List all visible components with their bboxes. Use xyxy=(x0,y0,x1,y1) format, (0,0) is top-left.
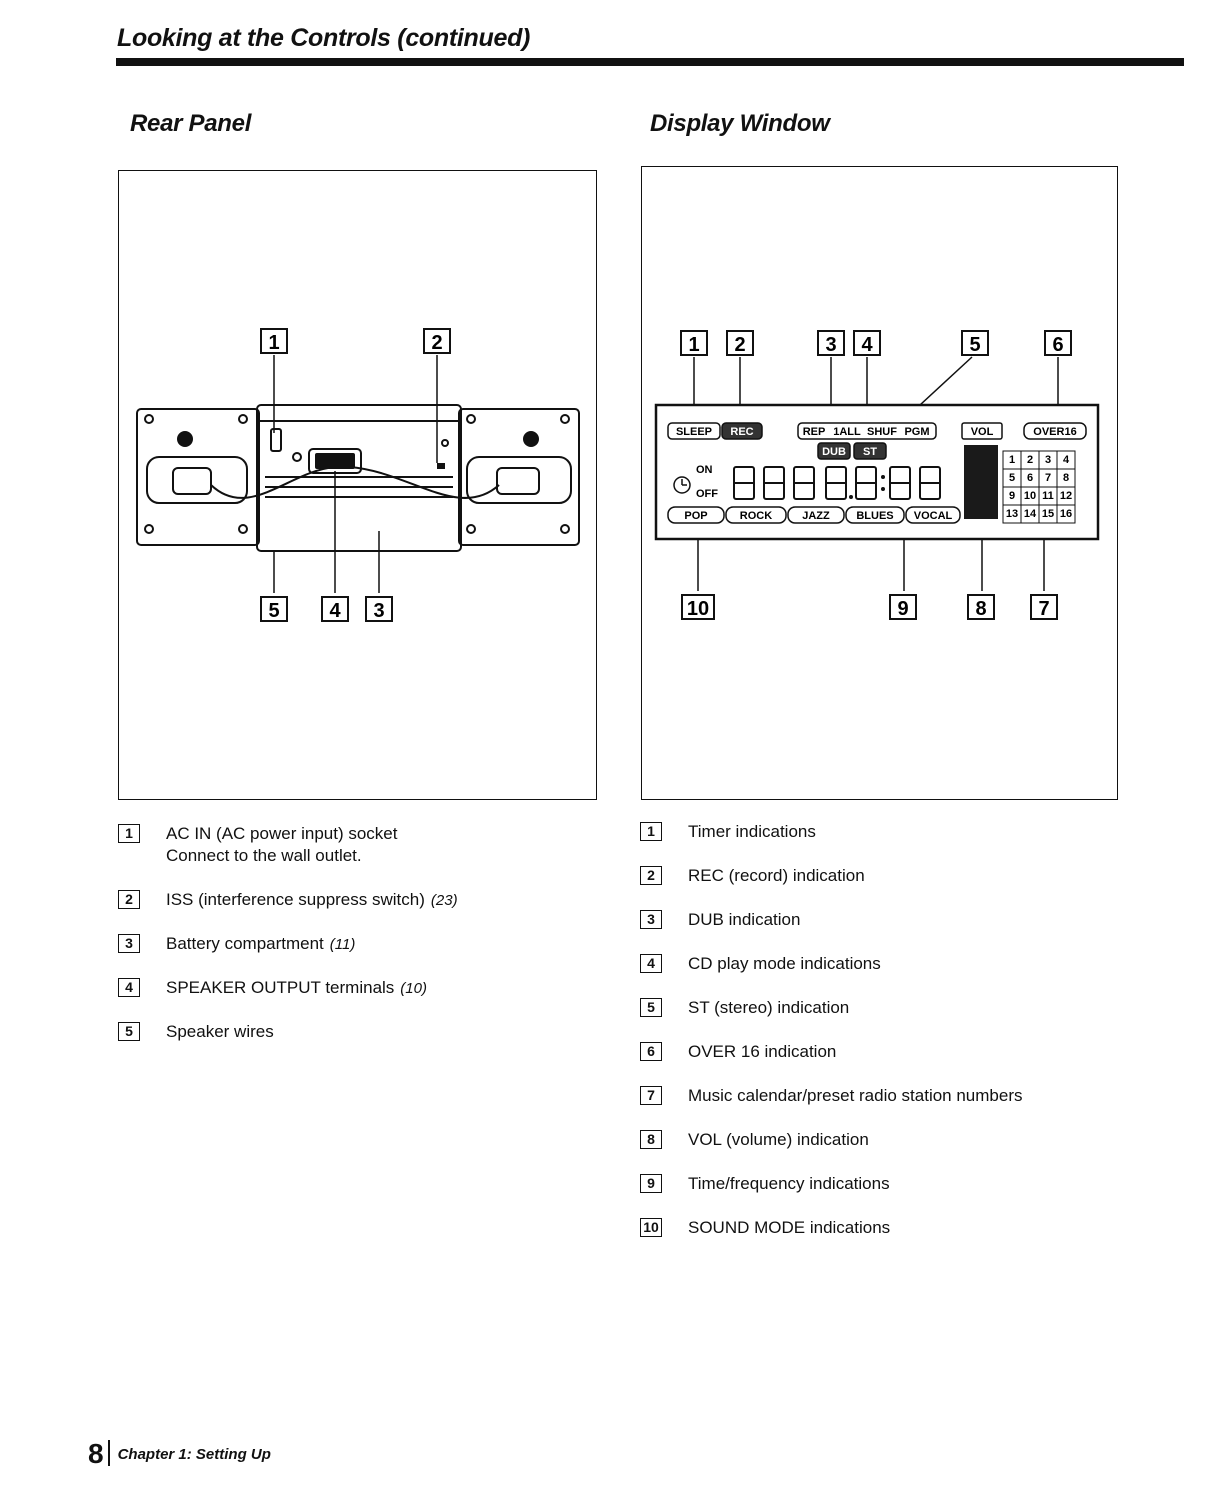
display-window-title: Display Window xyxy=(650,110,830,137)
lcd-over16: OVER16 xyxy=(1033,426,1076,438)
lcd-vol: VOL xyxy=(971,426,994,438)
callout-2: 2 xyxy=(431,332,442,354)
lcd-rec: REC xyxy=(730,426,753,438)
page-number: 8 xyxy=(88,1438,104,1469)
left-speaker xyxy=(136,408,260,546)
lcd-shuf: SHUF xyxy=(867,426,897,438)
right-speaker xyxy=(458,408,580,546)
cal-8: 8 xyxy=(1063,472,1069,484)
callout-4: 4 xyxy=(861,334,873,356)
callout-7: 7 xyxy=(1038,598,1049,620)
callout-5: 5 xyxy=(969,334,980,356)
volume-bar xyxy=(964,445,998,519)
main-unit xyxy=(256,404,462,552)
callout-8: 8 xyxy=(975,598,986,620)
mode-blues: BLUES xyxy=(856,510,893,522)
header-rule xyxy=(116,58,1184,66)
lcd-off: OFF xyxy=(696,488,718,500)
callout-1: 1 xyxy=(688,334,699,356)
cal-4: 4 xyxy=(1063,454,1070,466)
lcd-pgm: PGM xyxy=(904,426,929,438)
callout-4: 4 xyxy=(329,600,341,622)
cal-1: 1 xyxy=(1009,454,1015,466)
rear-panel-figure: 1 2 5 4 3 xyxy=(118,170,597,800)
cal-6: 6 xyxy=(1027,472,1033,484)
clock-icon xyxy=(673,476,691,494)
callout-3: 3 xyxy=(373,600,384,622)
mode-jazz: JAZZ xyxy=(802,510,830,522)
page-header-title: Looking at the Controls (continued) xyxy=(117,24,531,52)
page-footer: 8 Chapter 1: Setting Up xyxy=(88,1438,271,1470)
rear-panel-legend: 1 AC IN (AC power input) socket Connect … xyxy=(118,822,598,1062)
callout-5: 5 xyxy=(268,600,279,622)
callout-1: 1 xyxy=(268,332,279,354)
mode-rock: ROCK xyxy=(740,510,772,522)
mode-pop: POP xyxy=(684,510,707,522)
rear-panel-title: Rear Panel xyxy=(130,110,252,137)
cal-16: 16 xyxy=(1060,508,1072,520)
callout-2: 2 xyxy=(734,334,745,356)
callout-9: 9 xyxy=(897,598,908,620)
lcd-1all: 1ALL xyxy=(833,426,861,438)
callout-6: 6 xyxy=(1052,334,1063,356)
chapter-title: Chapter 1: Setting Up xyxy=(117,1446,271,1463)
callout-10: 10 xyxy=(687,598,709,620)
lcd-dub: DUB xyxy=(822,446,846,458)
cal-15: 15 xyxy=(1042,508,1054,520)
lcd-rep: REP xyxy=(803,426,826,438)
lcd-on: ON xyxy=(696,464,713,476)
cal-13: 13 xyxy=(1006,508,1018,520)
lcd-st: ST xyxy=(863,446,877,458)
cal-11: 11 xyxy=(1042,490,1054,502)
callout-3: 3 xyxy=(825,334,836,356)
cal-10: 10 xyxy=(1024,490,1036,502)
cal-9: 9 xyxy=(1009,490,1015,502)
cal-5: 5 xyxy=(1009,472,1015,484)
cal-12: 12 xyxy=(1060,490,1072,502)
mode-vocal: VOCAL xyxy=(914,510,953,522)
cal-2: 2 xyxy=(1027,454,1033,466)
cal-14: 14 xyxy=(1024,508,1037,520)
rear-panel-diagram: 1 2 5 4 3 xyxy=(136,328,580,622)
display-window-figure: 1 2 3 4 5 6 10 9 8 7 SLEEP REC REP 1ALL … xyxy=(641,166,1118,800)
cal-7: 7 xyxy=(1045,472,1051,484)
display-window-diagram: 1 2 3 4 5 6 10 9 8 7 SLEEP REC REP 1ALL … xyxy=(654,330,1100,620)
cal-3: 3 xyxy=(1045,454,1051,466)
lcd-sleep: SLEEP xyxy=(676,426,712,438)
